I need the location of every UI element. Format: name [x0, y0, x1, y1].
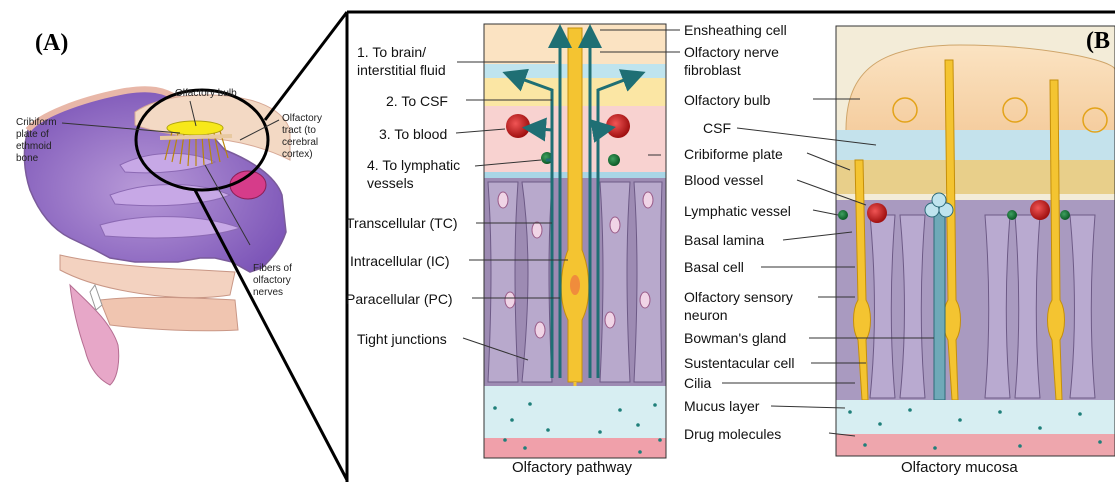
mucosa-blood-vessel-1 — [867, 203, 887, 223]
label-osn-1: Olfactory sensory — [684, 289, 793, 305]
pathway-lymph-right — [608, 154, 620, 166]
mucosa-lymph-3 — [1060, 210, 1070, 220]
label-transcellular: Transcellular (TC) — [346, 215, 458, 231]
label-to-lymph-2: vessels — [367, 175, 414, 191]
label-cilia: Cilia — [684, 375, 711, 391]
label-to-brain-2: interstitial fluid — [357, 62, 446, 78]
mucosa-mucus-band — [836, 400, 1115, 434]
label-fibers-2: olfactory — [253, 275, 291, 286]
label-tract-1: Olfactory — [282, 113, 322, 124]
label-olfactory-bulb-b: Olfactory bulb — [684, 92, 770, 108]
label-to-lymph-1: 4. To lymphatic — [367, 157, 460, 173]
panel-a-illustration — [24, 89, 290, 385]
label-fibroblast-1: Olfactory nerve — [684, 44, 779, 60]
label-to-blood: 3. To blood — [379, 126, 447, 142]
label-cribriform-2: plate of — [16, 129, 49, 140]
label-to-csf: 2. To CSF — [386, 93, 448, 109]
pathway-blood-cell-right — [606, 114, 630, 138]
cribriform-plate-line — [160, 136, 232, 138]
pathway-neuron-nucleus — [570, 275, 580, 295]
label-paracellular: Paracellular (PC) — [346, 291, 453, 307]
caption-olfactory-mucosa: Olfactory mucosa — [901, 459, 1018, 476]
mucosa-csf-band — [836, 130, 1115, 160]
label-tract-4: cortex) — [282, 149, 313, 160]
label-fibers-3: nerves — [253, 287, 283, 298]
mucosa-bone-band — [836, 160, 1115, 194]
label-to-brain-1: 1. To brain/ — [357, 44, 426, 60]
label-tight-junctions: Tight junctions — [357, 331, 447, 347]
label-cribriform-3: ethmoid — [16, 141, 52, 152]
label-tract-2: tract (to — [282, 125, 316, 136]
label-drug-molecules: Drug molecules — [684, 426, 781, 442]
pathway-blood-cell-left — [506, 114, 530, 138]
label-fibroblast-2: fibroblast — [684, 62, 741, 78]
mucosa-column — [836, 26, 1115, 456]
label-sustentacular-cell: Sustentacular cell — [684, 355, 795, 371]
label-mucus-layer: Mucus layer — [684, 398, 759, 414]
label-osn-2: neuron — [684, 307, 728, 323]
caption-olfactory-pathway: Olfactory pathway — [512, 459, 632, 476]
panel-a-letter: (A) — [35, 30, 68, 57]
label-ensheathing-cell: Ensheathing cell — [684, 22, 787, 38]
label-olfactory-bulb-a: Olfactory bulb — [175, 88, 237, 99]
label-blood-vessel: Blood vessel — [684, 172, 763, 188]
pathway-column — [484, 24, 666, 458]
mucosa-drug-band — [836, 434, 1115, 456]
label-cribriform-1: Cribiform — [16, 117, 57, 128]
label-lymphatic-vessel: Lymphatic vessel — [684, 203, 791, 219]
label-tract-3: cerebral — [282, 137, 318, 148]
label-bowmans-gland: Bowman's gland — [684, 330, 786, 346]
mucosa-lymph-2 — [1007, 210, 1017, 220]
zoom-line-top — [265, 12, 347, 120]
mucosa-lymph-1 — [838, 210, 848, 220]
mucosa-bowmans-gland — [934, 205, 945, 400]
label-cribriform-4: bone — [16, 153, 38, 164]
label-basal-lamina: Basal lamina — [684, 232, 764, 248]
pathway-mucus-band — [484, 386, 666, 438]
label-basal-cell: Basal cell — [684, 259, 744, 275]
label-fibers-1: Fibers of — [253, 263, 292, 274]
tongue — [100, 297, 238, 331]
pathway-drug-band — [484, 438, 666, 458]
panel-b-letter: (B — [1086, 28, 1110, 55]
label-intracellular: Intracellular (IC) — [350, 253, 450, 269]
label-csf: CSF — [703, 120, 731, 136]
label-cribriform-plate: Cribiforme plate — [684, 146, 783, 162]
mucosa-blood-vessel-2 — [1030, 200, 1050, 220]
